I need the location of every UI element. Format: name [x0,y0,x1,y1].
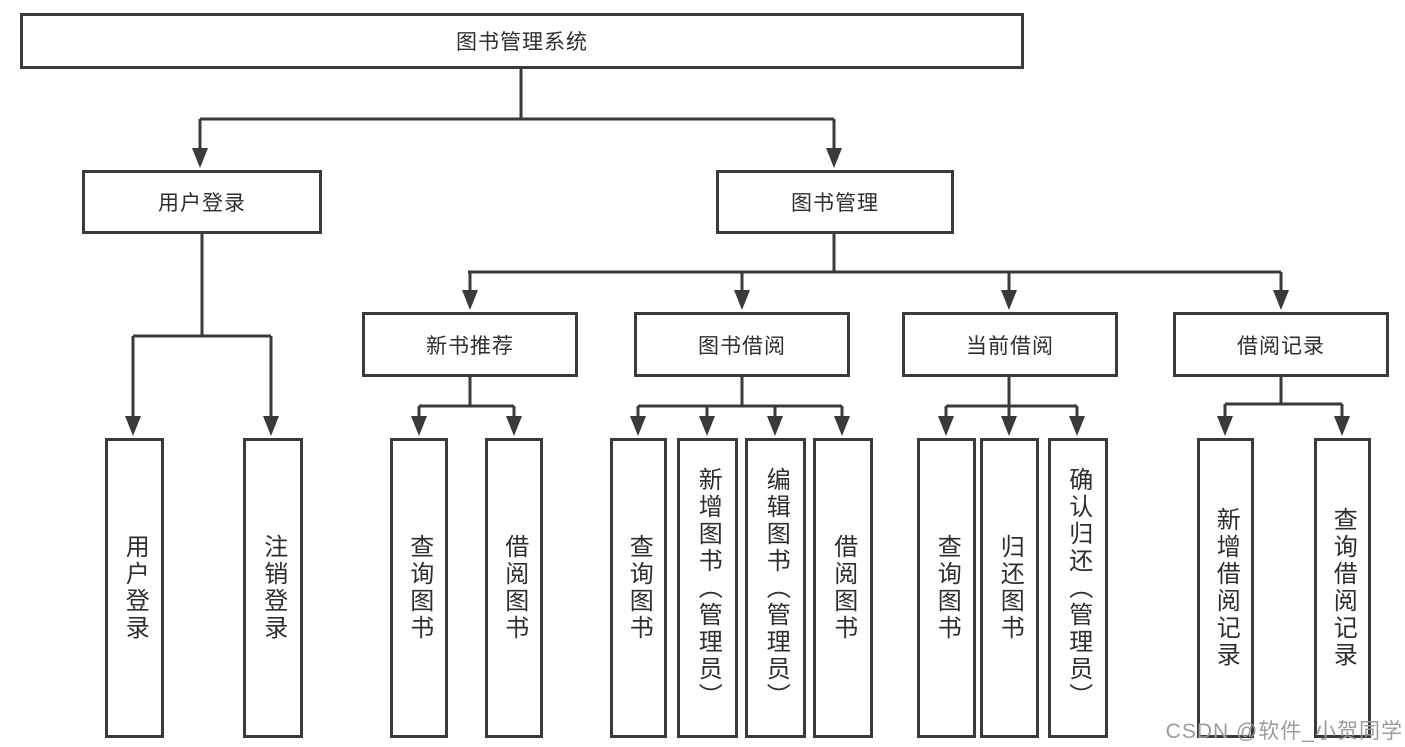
leaf-query-books-current: 查询图书 [917,438,976,738]
leaf-logout: 注销登录 [243,438,303,738]
leaf-borrow-books: 借阅图书 [813,438,873,738]
node-book-borrowing: 图书借阅 [634,312,850,377]
node-current-borrowing: 当前借阅 [902,312,1118,377]
leaf-edit-book-admin: 编辑图书（管理员） [745,438,806,738]
connector-segments [131,68,1344,419]
watermark: CSDN @软件_小贺同学 [1165,720,1403,743]
node-user-login: 用户登录 [82,170,322,234]
leaf-confirm-return-admin: 确认归还（管理员） [1048,438,1108,738]
node-book-management: 图书管理 [716,170,954,234]
leaf-query-books-borrow: 查询图书 [610,438,667,738]
node-library-management-system: 图书管理系统 [20,13,1024,69]
leaf-borrow-books-recommend: 借阅图书 [485,438,543,738]
connector-arrowheads [125,148,1350,436]
leaf-add-borrow-record: 新增借阅记录 [1197,438,1254,738]
node-borrowing-records: 借阅记录 [1173,312,1389,377]
node-new-book-recommendation: 新书推荐 [362,312,578,377]
leaf-query-borrow-record: 查询借阅记录 [1314,438,1371,738]
leaf-query-books-recommend: 查询图书 [390,438,448,738]
leaf-user-login: 用户登录 [105,438,164,738]
leaf-return-book: 归还图书 [980,438,1039,738]
leaf-add-book-admin: 新增图书（管理员） [677,438,738,738]
